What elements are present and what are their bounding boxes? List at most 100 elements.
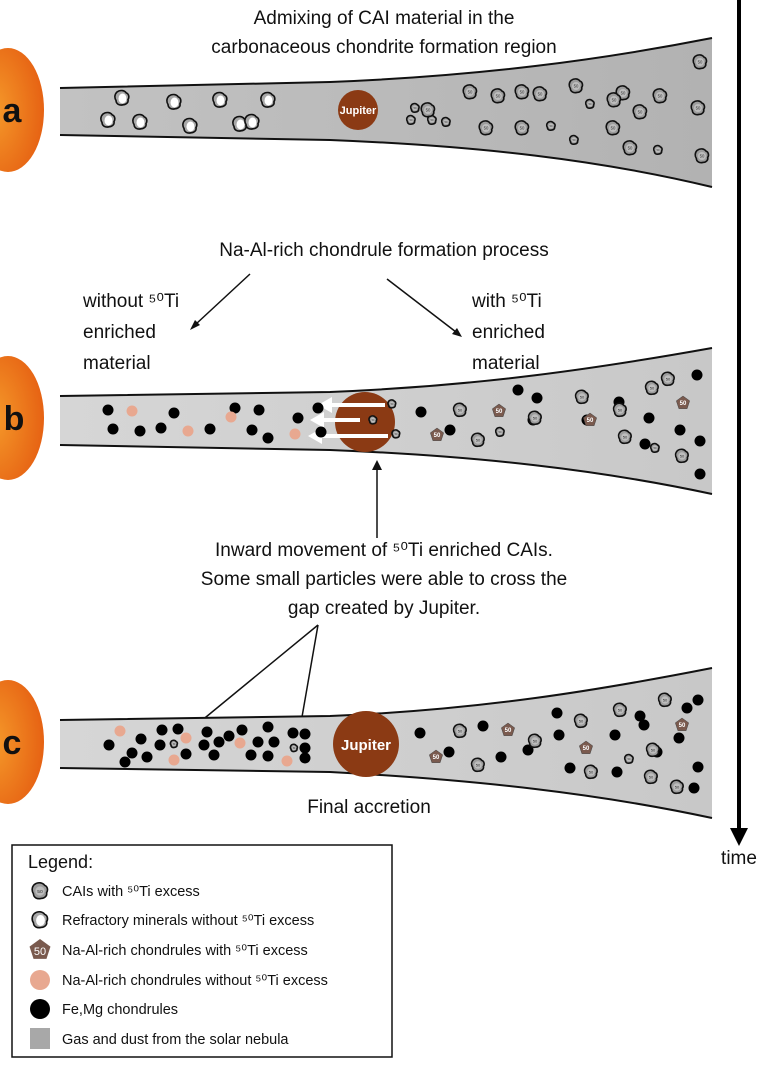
svg-text:50: 50 <box>650 385 655 390</box>
svg-text:50: 50 <box>657 148 660 152</box>
panel-a-caption-line-1: Admixing of CAI material in the <box>254 8 515 29</box>
svg-text:50: 50 <box>533 415 538 420</box>
refractory-mineral-icon <box>31 910 49 929</box>
cai-with-ti: 50 <box>420 102 436 118</box>
cai-with-ti: 50 <box>490 88 506 104</box>
svg-text:50: 50 <box>391 403 394 406</box>
svg-text:50: 50 <box>618 407 623 412</box>
legend-item-label: Na-Al-rich chondrules with ⁵⁰Ti excess <box>62 943 308 959</box>
fe-mg-chondrule <box>299 752 311 764</box>
fe-mg-chondrule <box>168 407 180 419</box>
fe-mg-chondrule <box>262 721 274 733</box>
svg-text:50: 50 <box>666 376 671 381</box>
jupiter-c <box>333 711 399 777</box>
svg-text:50: 50 <box>395 433 398 436</box>
legend-box <box>11 844 393 1058</box>
svg-text:50: 50 <box>611 126 616 131</box>
refractory-mineral <box>100 111 116 128</box>
svg-text:50: 50 <box>612 98 617 103</box>
svg-text:50: 50 <box>663 697 668 702</box>
cai-with-ti: 50 <box>527 733 542 749</box>
legend-item-label: Gas and dust from the solar nebula <box>62 1032 289 1048</box>
fe-mg-chondrule <box>634 710 646 722</box>
svg-text:50: 50 <box>458 728 463 733</box>
jupiter-c-label: Jupiter <box>341 737 391 754</box>
cai-with-ti: 50 <box>645 742 660 758</box>
svg-text:50: 50 <box>431 118 434 122</box>
svg-text:50: 50 <box>476 437 481 442</box>
svg-text:50: 50 <box>520 90 525 95</box>
refractory-mineral <box>212 91 228 108</box>
fe-mg-chondrule <box>126 747 138 759</box>
cai-with-ti: 50 <box>632 104 648 120</box>
na-al-chondrule-no-ti <box>225 411 237 423</box>
na-al-chondrule-ti: 50 <box>675 717 689 731</box>
disk-a <box>60 38 712 187</box>
fe-mg-chondrule <box>477 720 489 732</box>
fe-mg-chondrule <box>444 424 456 436</box>
cai-with-ti: 50 <box>545 120 556 132</box>
na-al-chondrule-no-ti <box>289 428 301 440</box>
fe-mg-chondrule <box>201 726 213 738</box>
fe-mg-chondrule <box>639 438 651 450</box>
fe-mg-chondrule <box>135 733 147 745</box>
svg-text:50: 50 <box>680 453 685 458</box>
svg-text:50: 50 <box>499 430 502 434</box>
cai-with-ti: 50 <box>462 84 478 100</box>
refractory-mineral <box>114 89 130 106</box>
svg-text:50: 50 <box>579 718 584 723</box>
svg-text:50: 50 <box>573 138 576 142</box>
panel-b-caption-bottom-3: gap created by Jupiter. <box>288 598 480 619</box>
fe-mg-chondrule <box>287 727 299 739</box>
svg-text:50: 50 <box>587 418 594 424</box>
fe-mg-chondrule <box>172 723 184 735</box>
svg-text:50: 50 <box>700 154 705 159</box>
cai-with-ti: 50 <box>405 114 416 126</box>
fe-mg-chondrule <box>299 742 311 754</box>
svg-text:50: 50 <box>628 146 633 151</box>
cai-with-ti: 50 <box>169 739 179 749</box>
svg-text:50: 50 <box>538 92 543 97</box>
cai-with-ti: 50 <box>514 84 530 100</box>
svg-text:50: 50 <box>173 744 176 746</box>
fe-mg-chondrule <box>103 739 115 751</box>
na-al-chondrule-no-ti <box>180 732 192 744</box>
panel-b-caption-bottom-2: Some small particles were able to cross … <box>201 569 567 590</box>
cai-with-ti: 50 <box>583 764 598 780</box>
cai-with-ti: 50 <box>622 140 638 156</box>
fe-mg-chondrule <box>553 729 565 741</box>
fe-mg-chondrule <box>262 432 274 444</box>
fe-mg-chondrule <box>102 404 114 416</box>
branch-right-line-1: with ⁵⁰Ti <box>471 291 542 312</box>
svg-text:50: 50 <box>458 407 463 412</box>
cai-with-ti: 50 <box>527 410 542 426</box>
svg-text:50: 50 <box>434 433 441 439</box>
fe-mg-chondrule <box>292 412 304 424</box>
time-axis-label: time <box>721 848 757 869</box>
fe-mg-chondrule <box>119 756 131 768</box>
panel-a: Admixing of CAI material in the carbonac… <box>0 8 713 188</box>
panel-a-caption-line-2: carbonaceous chondrite formation region <box>211 37 556 58</box>
refractory-mineral <box>260 91 276 108</box>
svg-text:50: 50 <box>621 91 626 96</box>
panel-b-label: b <box>4 400 25 438</box>
na-al-chondrule-ti: 50 <box>492 403 506 417</box>
na-al-chondrule-no-ti <box>114 725 126 737</box>
na-al-chondrule-ti: 50 <box>501 722 515 736</box>
fe-mg-chondrule <box>134 425 146 437</box>
fe-mg-chondrule <box>315 426 327 438</box>
svg-text:50: 50 <box>574 84 579 89</box>
svg-text:50: 50 <box>589 769 594 774</box>
svg-text:50: 50 <box>696 106 701 111</box>
cai-with-ti: 50 <box>669 779 684 795</box>
panel-b: Na-Al-rich chondrule formation process w… <box>0 240 713 619</box>
na-al-chondrule-ti: 50 <box>429 749 443 763</box>
cai-with-ti: 50 <box>657 692 672 708</box>
gas-dust-icon <box>30 1028 50 1049</box>
cai-with-ti: 50 <box>387 399 397 409</box>
jupiter-a <box>338 90 378 130</box>
cai-with-ti: 50 <box>612 402 627 418</box>
cai-with-ti: 50 <box>289 743 299 753</box>
sun-a <box>0 48 44 172</box>
